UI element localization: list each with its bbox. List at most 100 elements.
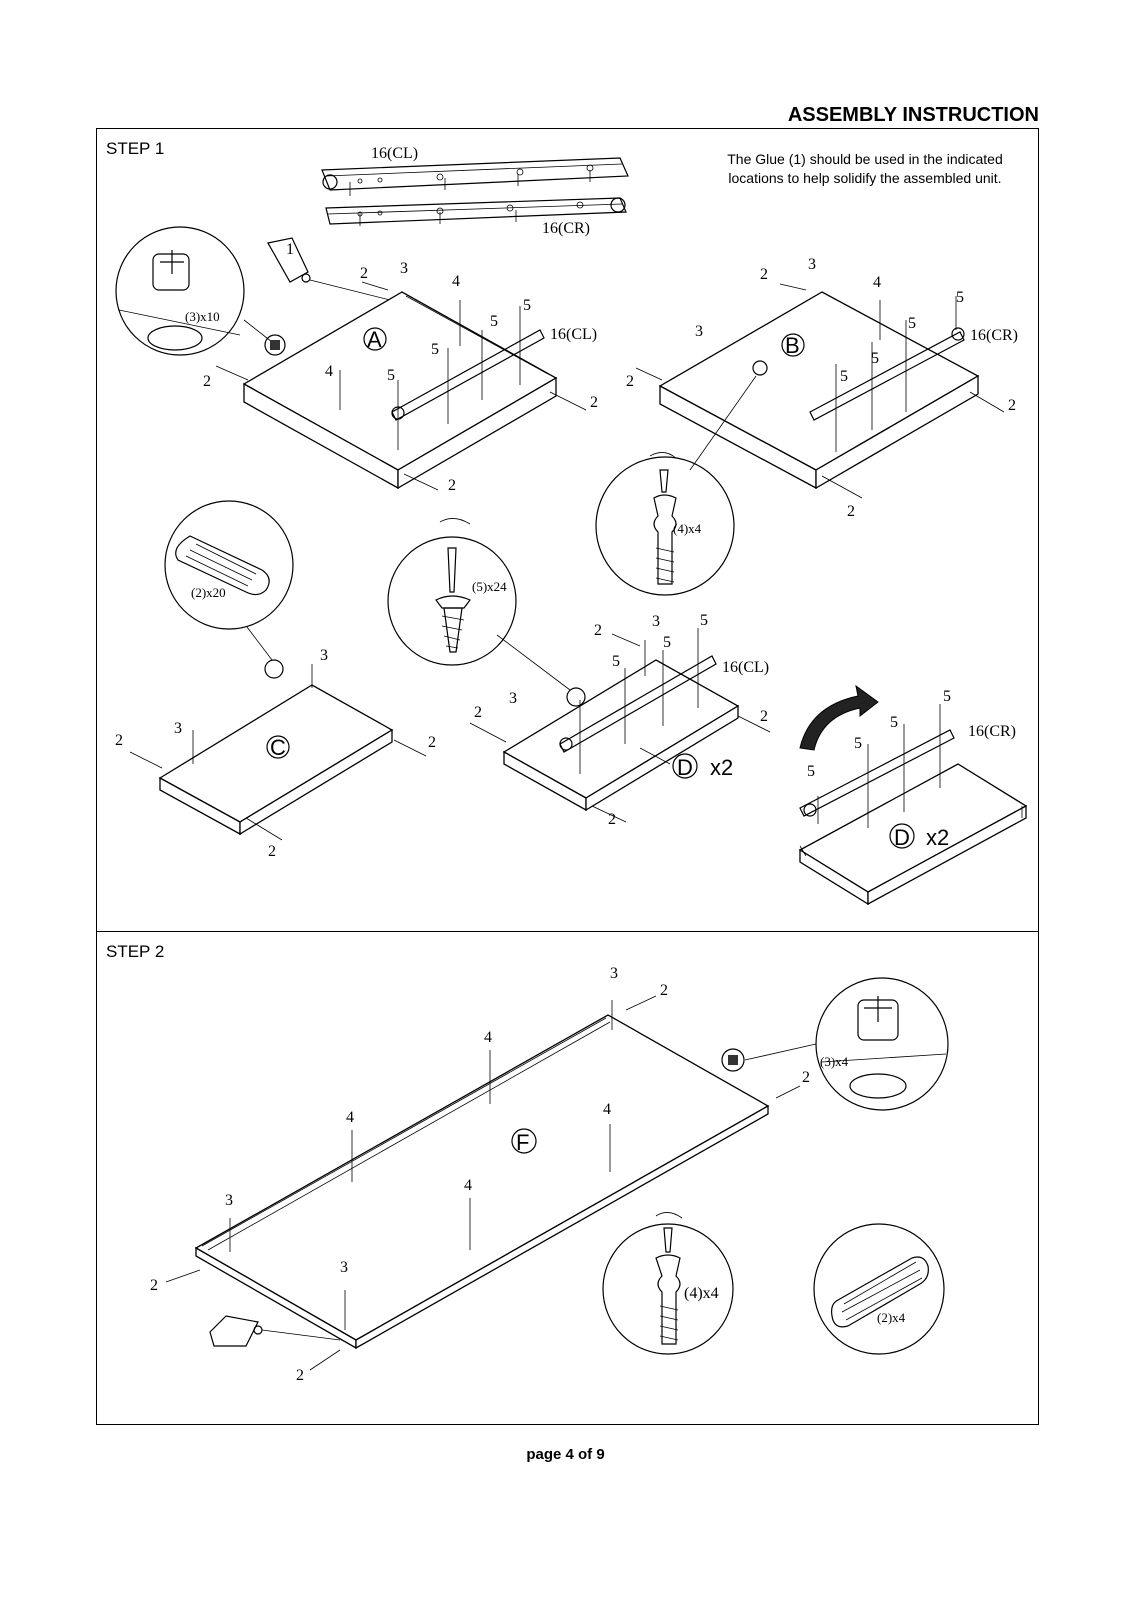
panel-d-left-screw-label-2: 5 <box>663 634 671 651</box>
panel-a-screw-label-3: 5 <box>431 341 439 358</box>
panel-a-rail-label: 16(CL) <box>550 326 597 343</box>
panel-c-cam-label-top: 3 <box>320 647 328 664</box>
panel-a-dowel-label-left: 2 <box>203 373 211 390</box>
panel-b-label: B <box>785 333 800 358</box>
rail-16cl-drawing <box>321 157 629 196</box>
panel-f-dowel-label-2: 2 <box>802 1069 810 1086</box>
rail-16cr-drawing <box>325 197 627 226</box>
panel-b-screw-label-3: 5 <box>871 350 879 367</box>
panel-c-label: C <box>270 735 286 760</box>
panel-f-cam-label-1: 3 <box>610 965 618 982</box>
panel-a-screw-label-2: 5 <box>490 313 498 330</box>
glue-note-line-2: locations to help solidify the assembled… <box>728 170 1002 186</box>
panel-f-label: F <box>516 1130 529 1155</box>
dowel-qty-label: (2)x20 <box>191 585 226 600</box>
panel-d-right-label: D <box>894 825 910 850</box>
panel-d-left-dowel-label-left: 2 <box>474 704 482 721</box>
panel-d-right-rail-label: 16(CR) <box>968 723 1016 740</box>
panel-a-bolt-label-2: 4 <box>325 363 333 380</box>
panel-d-left-dowel-label-bottom: 2 <box>608 811 616 828</box>
panel-a-screw-label-1: 5 <box>523 297 531 314</box>
panel-d-right-screw-label-2: 5 <box>890 714 898 731</box>
dowel-callout <box>164 500 294 679</box>
panel-a-badge <box>363 327 387 351</box>
panel-f-bolt-label-2: 4 <box>346 1109 354 1126</box>
panel-d-right-multiplier: x2 <box>926 825 949 850</box>
panel-b-badge <box>781 333 805 357</box>
glue-note: The Glue (1) should be used in the indic… <box>690 150 1040 188</box>
rail-16cr-label: 16(CR) <box>542 220 590 237</box>
panel-a-label: A <box>367 327 382 352</box>
bolt-callout-step1 <box>595 360 768 596</box>
cam-lock-callout-step2 <box>721 977 949 1111</box>
bolt-qty-label-step2: (4)x4 <box>684 1285 719 1302</box>
glue-note-line-1: The Glue (1) should be used in the indic… <box>727 151 1003 167</box>
page-title: ASSEMBLY INSTRUCTION <box>787 104 1039 126</box>
panel-a-dowel-label-top: 2 <box>360 265 368 282</box>
panel-b-screw-label-4: 5 <box>840 368 848 385</box>
panel-b-dowel-label-top: 2 <box>760 266 768 283</box>
panel-a-bolt-label: 4 <box>452 273 460 290</box>
step-1-label: STEP 1 <box>106 139 165 158</box>
glue-part-label: 1 <box>286 241 294 258</box>
cam-qty-label: (3)x10 <box>185 309 220 324</box>
panel-c-dowel-label-bottom: 2 <box>268 843 276 860</box>
panel-d-left-rail-label: 16(CL) <box>722 659 769 676</box>
panel-f-badge <box>511 1128 537 1154</box>
bolt-qty-label-step1: (4)x4 <box>673 521 702 536</box>
panel-d-left-screw-label-3: 5 <box>612 653 620 670</box>
panel-f-drawing <box>165 995 801 1371</box>
panel-a-cam-label: 3 <box>400 260 408 277</box>
bolt-callout-step2 <box>602 1212 734 1355</box>
panel-f-bolt-label-1: 4 <box>484 1029 492 1046</box>
panel-a-dowel-label-bottom: 2 <box>448 477 456 494</box>
panel-f-dowel-label-4: 2 <box>296 1367 304 1384</box>
panel-b-dowel-label-left: 2 <box>626 373 634 390</box>
screw-qty-label: (5)x24 <box>472 579 507 594</box>
panel-b-bolt-label: 4 <box>873 274 881 291</box>
panel-c-drawing <box>129 664 427 841</box>
panel-a-screw-label-4: 5 <box>387 367 395 384</box>
cam-marker-icon <box>264 334 286 356</box>
panel-f-cam-label-2: 3 <box>225 1192 233 1209</box>
dowel-qty-label-step2: (2)x4 <box>877 1310 906 1325</box>
cam-lock-callout <box>115 226 273 356</box>
panel-b-rail-label: 16(CR) <box>970 327 1018 344</box>
panel-c-dowel-label-right: 2 <box>428 734 436 751</box>
panel-d-left-multiplier: x2 <box>710 755 733 780</box>
dowel-callout-step2 <box>813 1223 945 1355</box>
glue-bottle-step2-icon <box>209 1315 341 1347</box>
panel-b-drawing <box>635 283 1005 499</box>
panel-f-cam-label-3: 3 <box>340 1259 348 1276</box>
panel-d-left-drawing <box>469 628 771 823</box>
panel-d-right-screw-label-3: 5 <box>854 735 862 752</box>
panel-f-dowel-label-1: 2 <box>660 982 668 999</box>
panel-d-left-cam-label-2: 3 <box>509 690 517 707</box>
rail-16cl-label: 16(CL) <box>371 145 418 162</box>
glue-bottle-icon <box>267 237 391 301</box>
panel-d-right-screw-label-1: 5 <box>943 688 951 705</box>
panel-d-right-screw-label-4: 5 <box>807 763 815 780</box>
panel-b-cam-label: 3 <box>808 256 816 273</box>
panel-b-cam-label-2: 3 <box>695 323 703 340</box>
rotate-arrow-icon <box>799 684 879 751</box>
panel-d-left-dowel-label-right: 2 <box>760 708 768 725</box>
panel-f-bolt-label-4: 4 <box>464 1177 472 1194</box>
panel-b-dowel-label-right: 2 <box>1008 397 1016 414</box>
screw-callout <box>387 518 586 707</box>
panel-d-left-dowel-label-top: 2 <box>594 622 602 639</box>
panel-d-left-cam-label: 3 <box>652 613 660 630</box>
panel-d-right-drawing <box>798 704 1028 906</box>
panel-f-bolt-label-3: 4 <box>603 1101 611 1118</box>
panel-d-left-badge <box>672 753 698 779</box>
page-number: page 4 of 9 <box>526 1446 605 1463</box>
panel-d-right-badge <box>889 823 915 849</box>
step-2-frame: STEP 2 <box>96 931 1039 1425</box>
panel-d-left-label: D <box>677 755 693 780</box>
panel-a-drawing <box>215 281 587 491</box>
cam-qty-label-step2: (3)x4 <box>820 1054 849 1069</box>
step-2-label: STEP 2 <box>106 942 165 961</box>
panel-c-dowel-label-left: 2 <box>115 732 123 749</box>
panel-b-dowel-label-bottom: 2 <box>847 503 855 520</box>
